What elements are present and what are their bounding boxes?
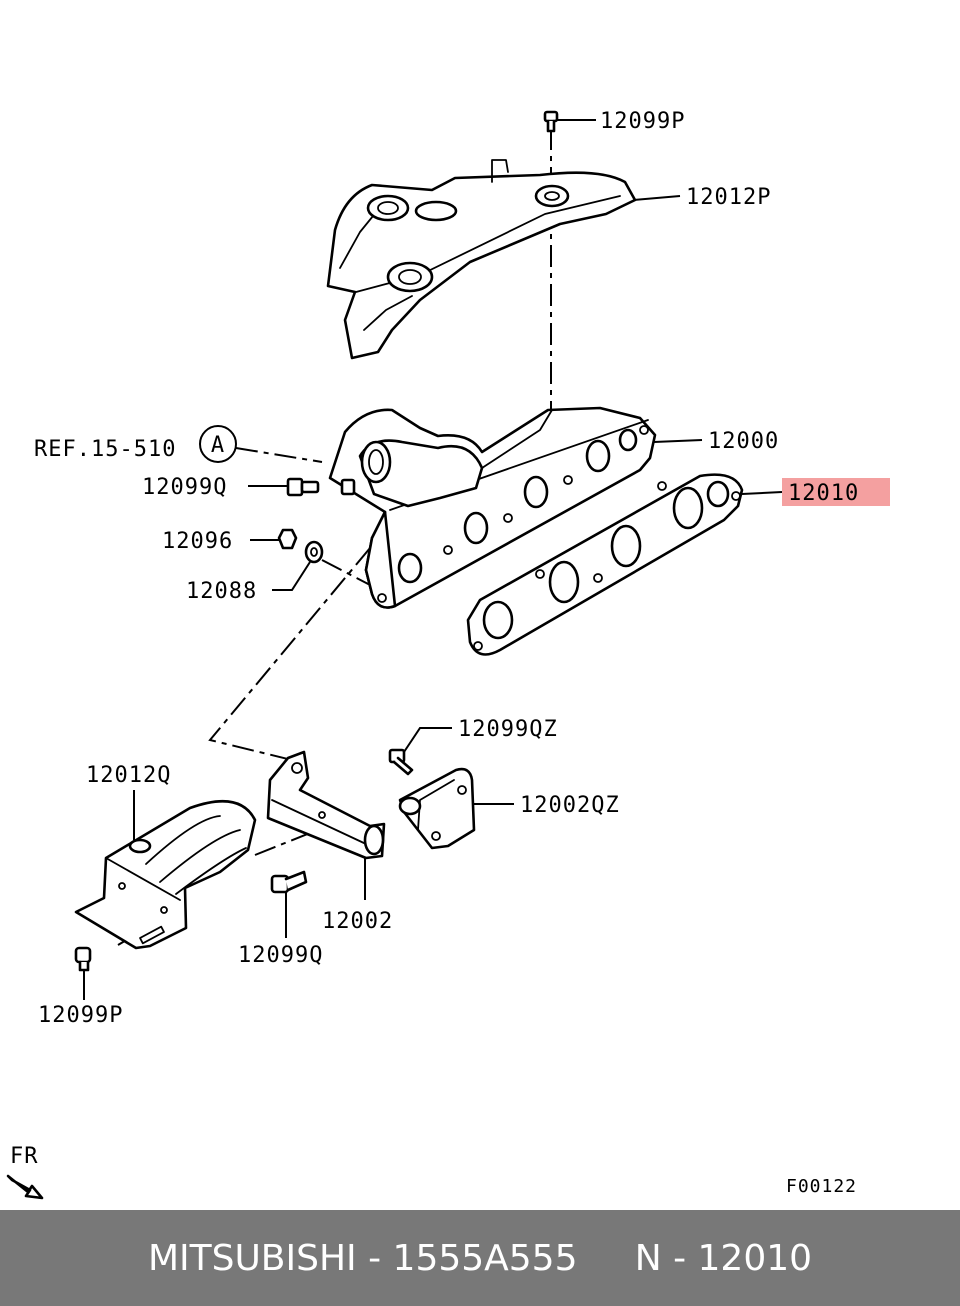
label-12012p: 12012P: [686, 185, 771, 210]
bracket-12002qz: [398, 767, 476, 850]
label-12099p-lower: 12099P: [38, 1003, 123, 1028]
reference-marker: A: [199, 425, 237, 463]
bolt-12099q-upper: [286, 477, 320, 497]
label-12002: 12002: [322, 909, 393, 934]
bolt-12099qz: [388, 748, 414, 776]
direction-indicator: FR: [6, 1144, 44, 1200]
label-12099p-top: 12099P: [600, 109, 685, 134]
label-12099q-upper: 12099Q: [142, 475, 227, 500]
parts-diagram: 12099P 12012P REF.15-510 12000 12010 120…: [6, 109, 890, 1200]
exhaust-manifold: [328, 406, 657, 609]
part-number-text: MITSUBISHI - 1555A555 N - 12010: [147, 1237, 813, 1279]
part-number-banner: MITSUBISHI - 1555A555 N - 12010: [0, 1210, 960, 1306]
callout-labels: 12099P 12012P REF.15-510 12000 12010 120…: [34, 109, 859, 1028]
bolt-12099p-lower: [74, 946, 92, 972]
label-reference: REF.15-510: [34, 437, 176, 462]
washer-12088: [304, 540, 324, 564]
direction-label: FR: [10, 1144, 39, 1169]
label-12002qz: 12002QZ: [520, 793, 620, 818]
top-bolt: [543, 110, 559, 133]
lower-heat-shield: [74, 800, 257, 950]
label-12099qz: 12099QZ: [458, 717, 558, 742]
figure-code: F00122: [786, 1176, 857, 1197]
reference-marker-letter: A: [211, 433, 225, 458]
nut-12096: [277, 528, 298, 550]
label-12012q: 12012Q: [86, 763, 171, 788]
label-12099q-lower: 12099Q: [238, 943, 323, 968]
direction-arrow-icon: [6, 1174, 44, 1200]
bolt-12099q-lower: [270, 870, 308, 894]
leader-lines: [83, 119, 783, 1000]
upper-heat-shield: [326, 159, 637, 360]
highlight-12010: [782, 478, 890, 506]
label-12096: 12096: [162, 529, 233, 554]
label-12088: 12088: [186, 579, 257, 604]
label-12010: 12010: [788, 481, 859, 506]
manifold-gasket: [466, 473, 744, 656]
label-12000: 12000: [708, 429, 779, 454]
bracket-12002: [266, 750, 386, 860]
